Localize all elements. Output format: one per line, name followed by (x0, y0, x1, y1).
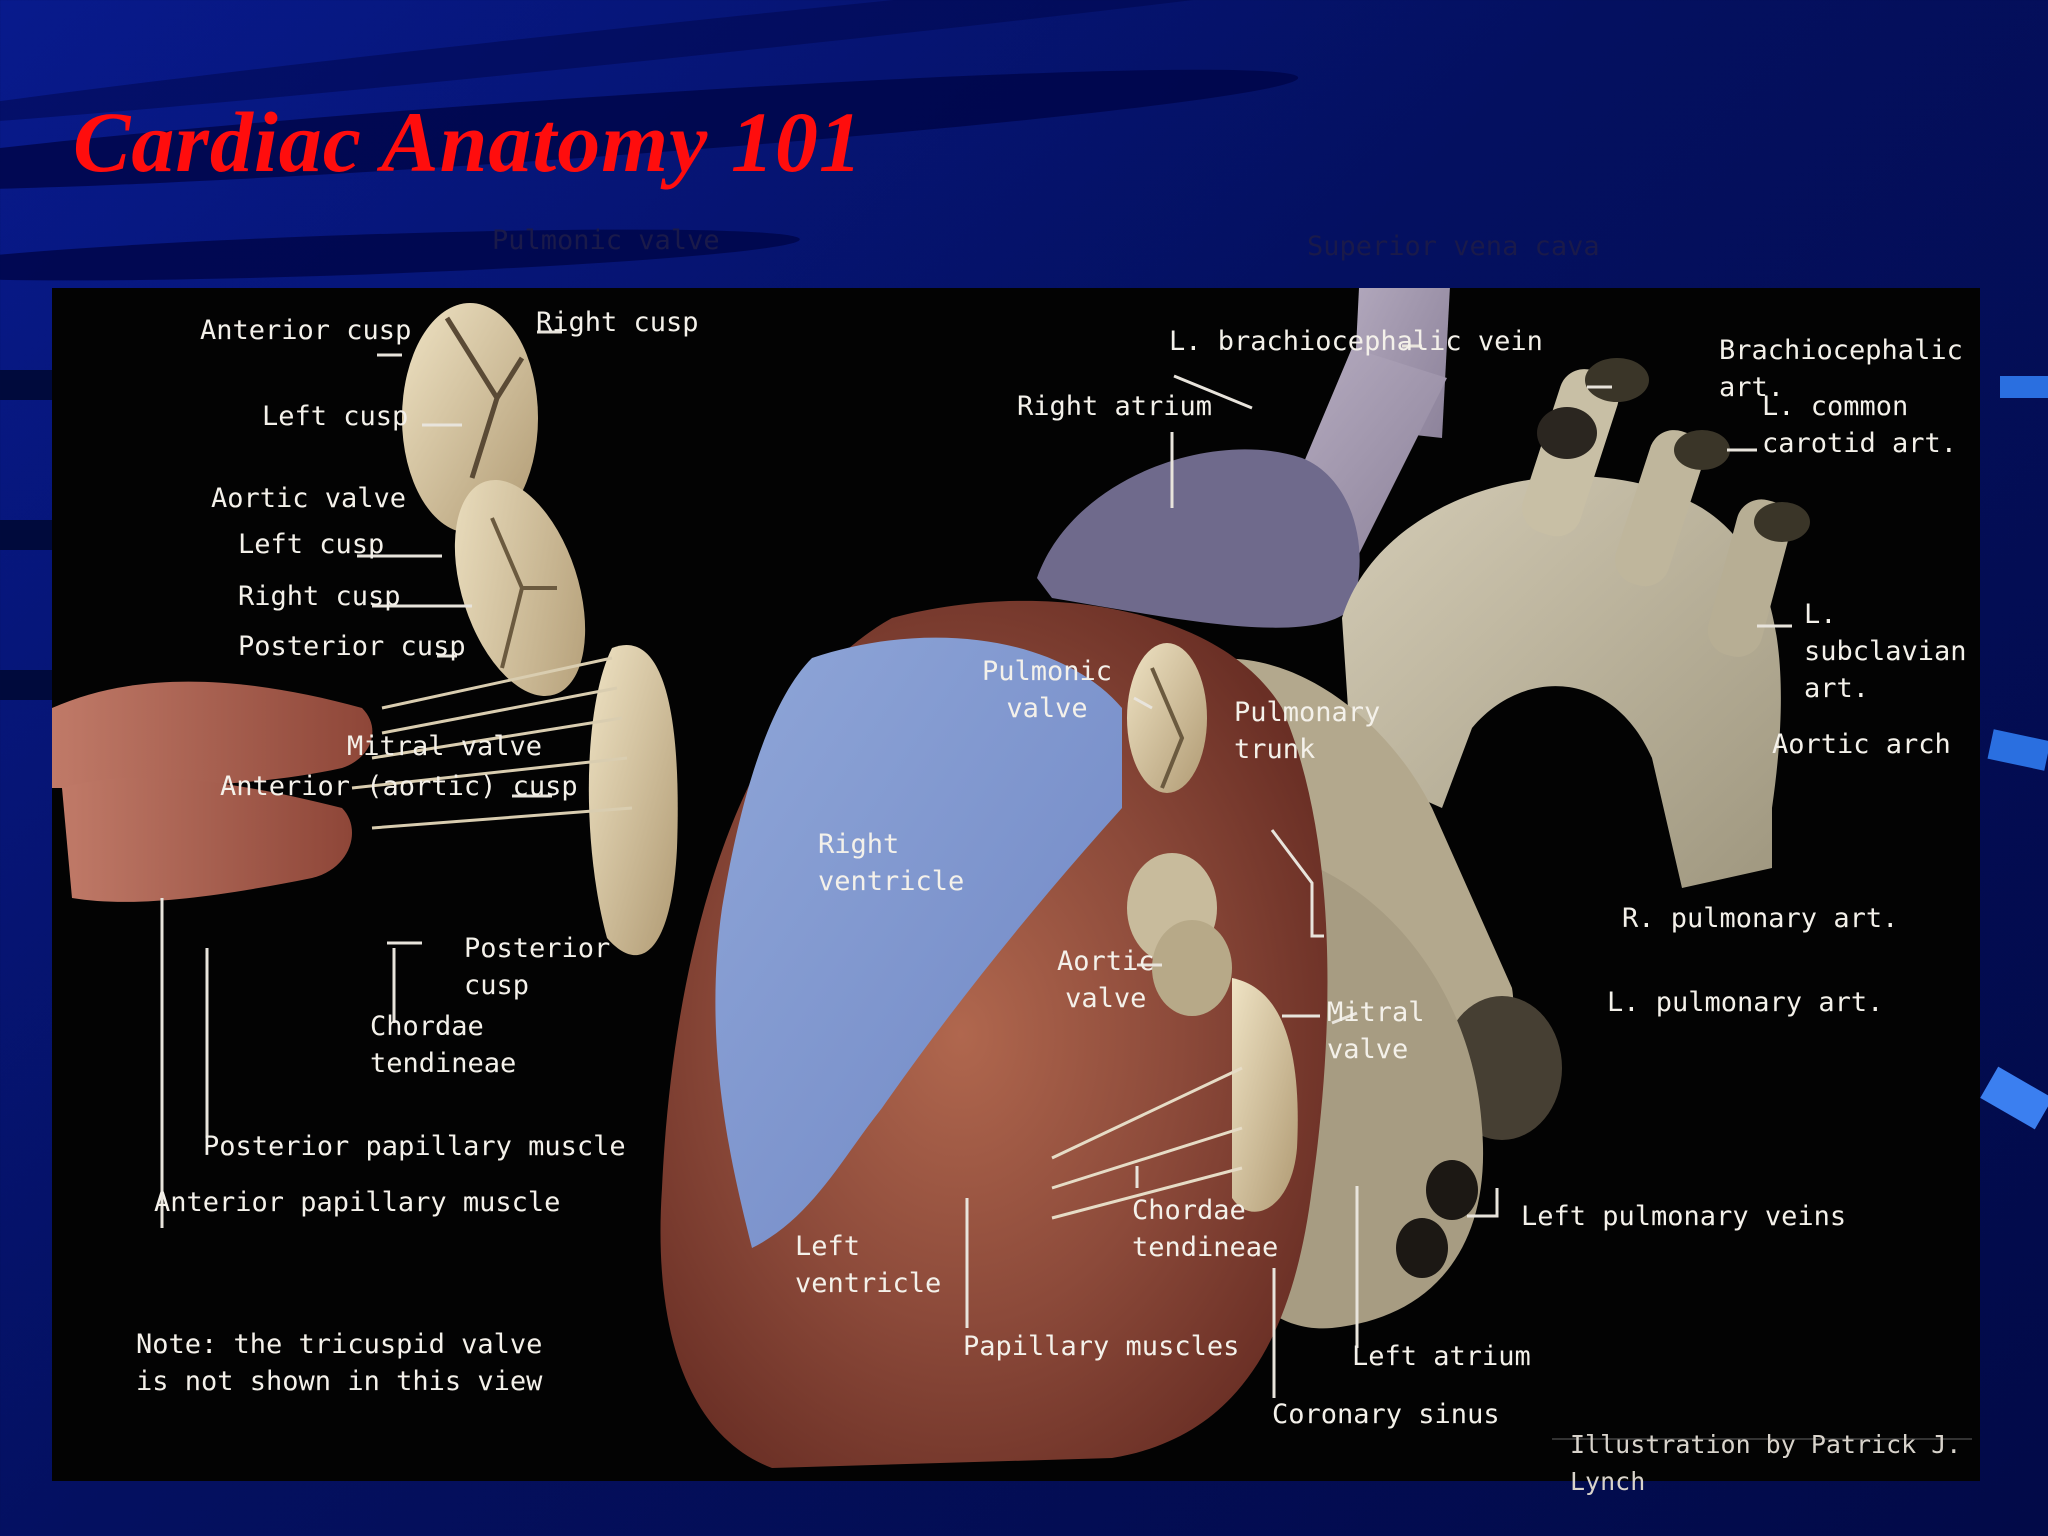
label-posterior-cusp-aortic: Posterior cusp (238, 631, 466, 662)
label-coronary-sinus: Coronary sinus (1272, 1399, 1500, 1430)
pulmonic-valve-detail-shape (402, 303, 538, 533)
pulmonary-vein-opening (1426, 1160, 1478, 1220)
label-right-ventricle: Right ventricle (818, 829, 965, 897)
label-anterior-cusp: Anterior cusp (200, 315, 412, 346)
label-aortic-valve-detail: Aortic valve (211, 483, 407, 514)
pulmonary-vein-opening (1396, 1218, 1448, 1278)
label-l-pulmonary-art: L. pulmonary art. (1607, 987, 1884, 1018)
mitral-valve-detail-shape (351, 644, 678, 956)
heart-artwork (52, 288, 1972, 1468)
slide-title: Cardiac Anatomy 101 (73, 94, 863, 190)
label-right-cusp-top: Right cusp (536, 307, 699, 338)
label-r-pulmonary-art: R. pulmonary art. (1622, 903, 1899, 934)
label-chordae-tendineae-main: Chordae tendineae (1132, 1195, 1279, 1263)
mitral-valve-main-shape (1232, 978, 1298, 1212)
label-l-subclavian-art: L. subclavian art. (1804, 599, 1967, 704)
leader-lines (160, 330, 1792, 1398)
label-left-cusp-aortic: Left cusp (238, 529, 385, 560)
right-atrium-shape (1037, 449, 1360, 628)
label-l-brachiocephalic-vein: L. brachiocephalic vein (1169, 326, 1543, 357)
background-stripe (0, 370, 60, 400)
label-anterior-aortic-cusp: Anterior (aortic) cusp (220, 771, 578, 802)
label-chordae-tendineae-detail: Chordae tendineae (370, 1011, 517, 1079)
label-left-pulmonary-veins: Left pulmonary veins (1521, 1201, 1847, 1232)
credit-rule (1552, 1438, 1972, 1440)
aortic-valve-detail-shape (454, 479, 586, 697)
label-left-cusp-top: Left cusp (262, 401, 409, 432)
label-right-atrium: Right atrium (1017, 391, 1213, 422)
label-aortic-valve-main: Aortic valve (1057, 946, 1155, 1014)
label-right-cusp-aortic: Right cusp (238, 581, 401, 612)
background-stripe (0, 520, 60, 550)
label-superior-vena-cava: Superior vena cava (1307, 231, 1600, 262)
aortic-arch-shape (1342, 358, 1810, 888)
label-brachiocephalic-art: Brachiocephalic art. (1719, 335, 1963, 403)
tricuspid-note: Note: the tricuspid valve is not shown i… (136, 1329, 543, 1397)
label-mitral-valve-detail: Mitral valve (347, 731, 543, 762)
label-anterior-papillary-muscle: Anterior papillary muscle (154, 1187, 561, 1218)
label-mitral-valve-main: Mitral valve (1327, 997, 1425, 1065)
heart-illustration: Superior vena cava Pulmonic valve Anteri… (52, 225, 1980, 1496)
label-posterior-cusp-mitral: Posterior cusp (464, 933, 611, 1001)
label-posterior-papillary-muscle: Posterior papillary muscle (203, 1131, 626, 1162)
label-left-atrium: Left atrium (1352, 1341, 1531, 1372)
label-l-common-carotid-art: L. common carotid art. (1762, 391, 1958, 459)
papillary-muscles-detail-shape (52, 681, 373, 902)
illustration-credit: Illustration by Patrick J. Lynch (1570, 1430, 1962, 1496)
background-accent (1980, 1066, 2048, 1130)
right-ventricle-shape (715, 637, 1122, 1248)
pulmonic-valve-main-shape (1127, 643, 1207, 793)
background-stripe (0, 670, 60, 700)
background-accent (1987, 729, 2048, 771)
label-pulmonic-valve: Pulmonic valve (982, 656, 1113, 724)
background-accent (2000, 376, 2048, 398)
label-papillary-muscles: Papillary muscles (963, 1331, 1240, 1362)
label-pulmonic-valve-detail: Pulmonic valve (492, 225, 720, 256)
label-pulmonary-trunk: Pulmonary trunk (1234, 697, 1381, 765)
label-aortic-arch: Aortic arch (1772, 729, 1951, 760)
label-left-ventricle: Left ventricle (795, 1231, 942, 1299)
